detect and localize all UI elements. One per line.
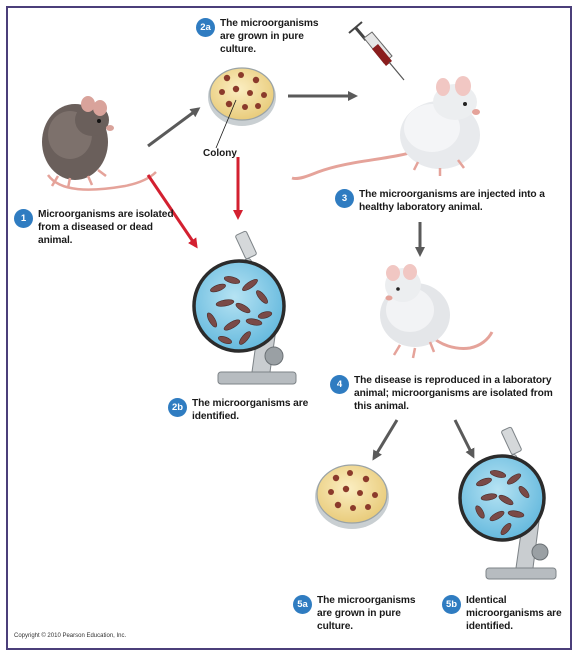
step-badge: 1 xyxy=(14,209,33,228)
copyright-notice: Copyright © 2010 Pearson Education, Inc. xyxy=(14,633,127,639)
healthy-mouse-icon xyxy=(291,76,480,180)
step-2b: 2b The microorganisms are identified. xyxy=(168,397,338,423)
colony-label: Colony xyxy=(203,148,237,159)
arrow-1-to-2a xyxy=(147,107,201,148)
step-text: The microorganisms are grown in pure cul… xyxy=(317,595,416,632)
step-4: 4 The disease is reproduced in a laborat… xyxy=(330,374,570,413)
step-3: 3 The microorganisms are injected into a… xyxy=(335,188,550,214)
step-5b: 5b Identical microorganisms are identifi… xyxy=(442,594,566,633)
step-text: The microorganisms are injected into a h… xyxy=(359,189,545,213)
petri-dish-icon xyxy=(315,464,389,529)
step-5a: 5a The microorganisms are grown in pure … xyxy=(293,594,423,633)
arrow-4-to-5b xyxy=(453,419,475,459)
arrow-1-to-2b xyxy=(146,174,198,249)
step-text: The microorganisms are identified. xyxy=(192,398,309,422)
petri-dish-icon xyxy=(208,67,276,149)
step-badge: 2a xyxy=(196,18,215,37)
step-text: Microorganisms are isolated from a disea… xyxy=(38,209,174,246)
step-text: Identical microorganisms are identified. xyxy=(466,595,562,632)
flow-arrows xyxy=(146,91,475,461)
microscope-icon xyxy=(458,426,557,580)
sick-mouse-icon xyxy=(42,96,157,191)
step-badge: 2b xyxy=(168,398,187,417)
step-1: 1 Microorganisms are isolated from a dis… xyxy=(14,208,174,247)
step-badge: 5b xyxy=(442,595,461,614)
step-badge: 4 xyxy=(330,375,349,394)
step-2a: 2a The microorganisms are grown in pure … xyxy=(196,17,324,56)
step-badge: 5a xyxy=(293,595,312,614)
arrow-4-to-5a xyxy=(372,419,399,461)
syringe-icon xyxy=(348,21,405,81)
step-text: The disease is reproduced in a laborator… xyxy=(354,375,553,412)
microscope-icon xyxy=(192,230,297,385)
step-text: The microorganisms are grown in pure cul… xyxy=(220,18,319,55)
healthy-mouse-icon xyxy=(380,264,494,359)
step-badge: 3 xyxy=(335,189,354,208)
